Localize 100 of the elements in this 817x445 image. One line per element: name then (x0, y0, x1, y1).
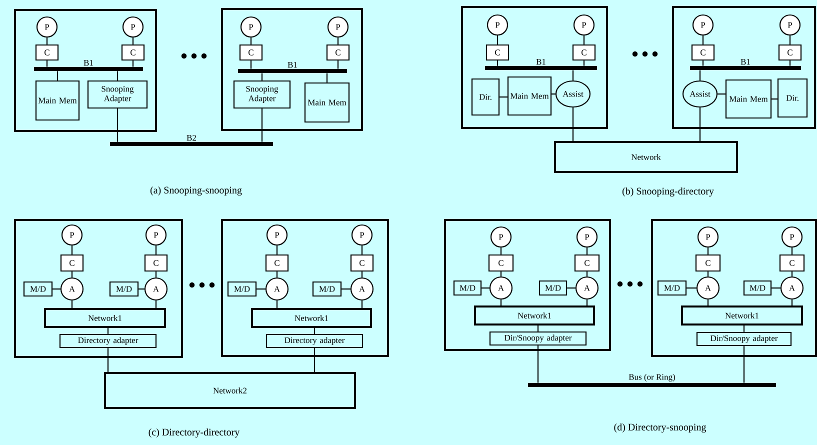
cache-box: C (691, 44, 715, 61)
connector-line (56, 71, 58, 80)
connector-line (116, 108, 118, 142)
connector-line (500, 96, 508, 98)
memory-box: M/D (109, 281, 139, 297)
network-box: Network1 (681, 306, 803, 326)
connector-line (482, 287, 490, 289)
connector-line (702, 36, 704, 44)
connector-line (361, 272, 363, 278)
cache-box: C (121, 44, 145, 61)
cache-box: C (572, 44, 596, 61)
cache-box: C (695, 254, 721, 272)
bus-bar: B1 (34, 60, 143, 71)
connector-line (314, 328, 316, 334)
connector-line (116, 71, 118, 80)
connector-line (707, 248, 709, 254)
connector-line (46, 60, 48, 67)
connector-line (789, 60, 791, 66)
adapter-box: Snooping Adapter (233, 80, 291, 109)
connector-line (276, 246, 278, 254)
adapter-box: Snooping Adapter (87, 80, 148, 109)
connector-line (500, 300, 502, 306)
connector-line (342, 288, 350, 290)
connector-line (107, 328, 109, 334)
memory-box: M/D (538, 280, 568, 296)
connector-line (586, 300, 588, 306)
connector-line (71, 246, 73, 254)
connector-line (500, 248, 502, 254)
connector-line (276, 272, 278, 278)
adapter-box: Directory adapter (266, 334, 364, 348)
bus-bar: B1 (690, 58, 801, 70)
connector-line (326, 73, 328, 82)
connector-line (496, 36, 498, 44)
memory-box: Main Mem (507, 76, 552, 116)
caption: (d) Directory-snooping (614, 423, 706, 433)
adapter-box: Dir/Snoopy adapter (489, 331, 587, 346)
caption: (b) Snooping-directory (622, 187, 714, 197)
connector-line (572, 108, 574, 141)
connector-line (314, 348, 316, 372)
connector-line (132, 38, 134, 44)
caption: (a) Snooping-snooping (150, 186, 242, 196)
connector-line (791, 248, 793, 254)
connector-line (46, 38, 48, 44)
connector-line (743, 326, 745, 332)
connector-line (256, 288, 266, 290)
connector-line (155, 300, 157, 308)
network-box: Network1 (474, 306, 595, 326)
connector-line (537, 326, 539, 332)
node-label: Bus (or Ring) (628, 374, 676, 382)
cluster-frame (14, 9, 157, 132)
memory-box: M/D (743, 280, 772, 296)
connector-line (586, 248, 588, 254)
connector-line (583, 60, 585, 66)
connector-line (791, 300, 793, 306)
cluster-frame (651, 219, 817, 357)
caption: (c) Directory-directory (148, 428, 240, 438)
memory-box: Main Mem (35, 80, 80, 121)
connector-line (583, 36, 585, 44)
connector-line (107, 348, 109, 372)
memory-box: M/D (657, 280, 687, 296)
connector-line (699, 108, 701, 141)
memory-box: M/D (312, 281, 342, 297)
node-label: B2 (186, 134, 196, 141)
directory-box: Dir. (471, 78, 500, 116)
network-box: Network2 (104, 372, 356, 409)
connector-line (567, 287, 576, 289)
connector-line (586, 272, 588, 276)
connector-line (718, 93, 726, 95)
connector-line (789, 36, 791, 44)
memory-box: M/D (23, 281, 53, 297)
connector-line (496, 60, 498, 66)
connector-line (155, 272, 157, 278)
connector-line (743, 346, 745, 383)
connector-line (132, 60, 134, 67)
cache-box: C (239, 44, 263, 61)
connector-line (337, 60, 339, 69)
adapter-box: Dir/Snoopy adapter (696, 332, 792, 346)
connector-line (276, 300, 278, 308)
cache-box: C (265, 254, 289, 272)
cache-box: C (574, 254, 600, 272)
memory-box: Main Mem (304, 82, 350, 123)
connector-line (71, 272, 73, 278)
network-box: Network1 (251, 308, 372, 328)
connector-line (707, 272, 709, 276)
bus-bar: B2 (110, 134, 273, 146)
node-label: B1 (288, 62, 297, 68)
connector-line (707, 300, 709, 306)
connector-line (500, 272, 502, 276)
connector-line (361, 246, 363, 254)
node-label: B1 (84, 60, 93, 66)
cache-box: C (778, 44, 802, 61)
connector-line (71, 300, 73, 308)
connector-line (686, 287, 696, 289)
connector-line (361, 300, 363, 308)
cluster-frame (672, 6, 816, 129)
connector-line (261, 73, 263, 80)
cluster-frame (221, 219, 389, 357)
cache-box: C (60, 254, 84, 272)
connector-line (138, 288, 144, 290)
cache-box: C (486, 44, 510, 61)
